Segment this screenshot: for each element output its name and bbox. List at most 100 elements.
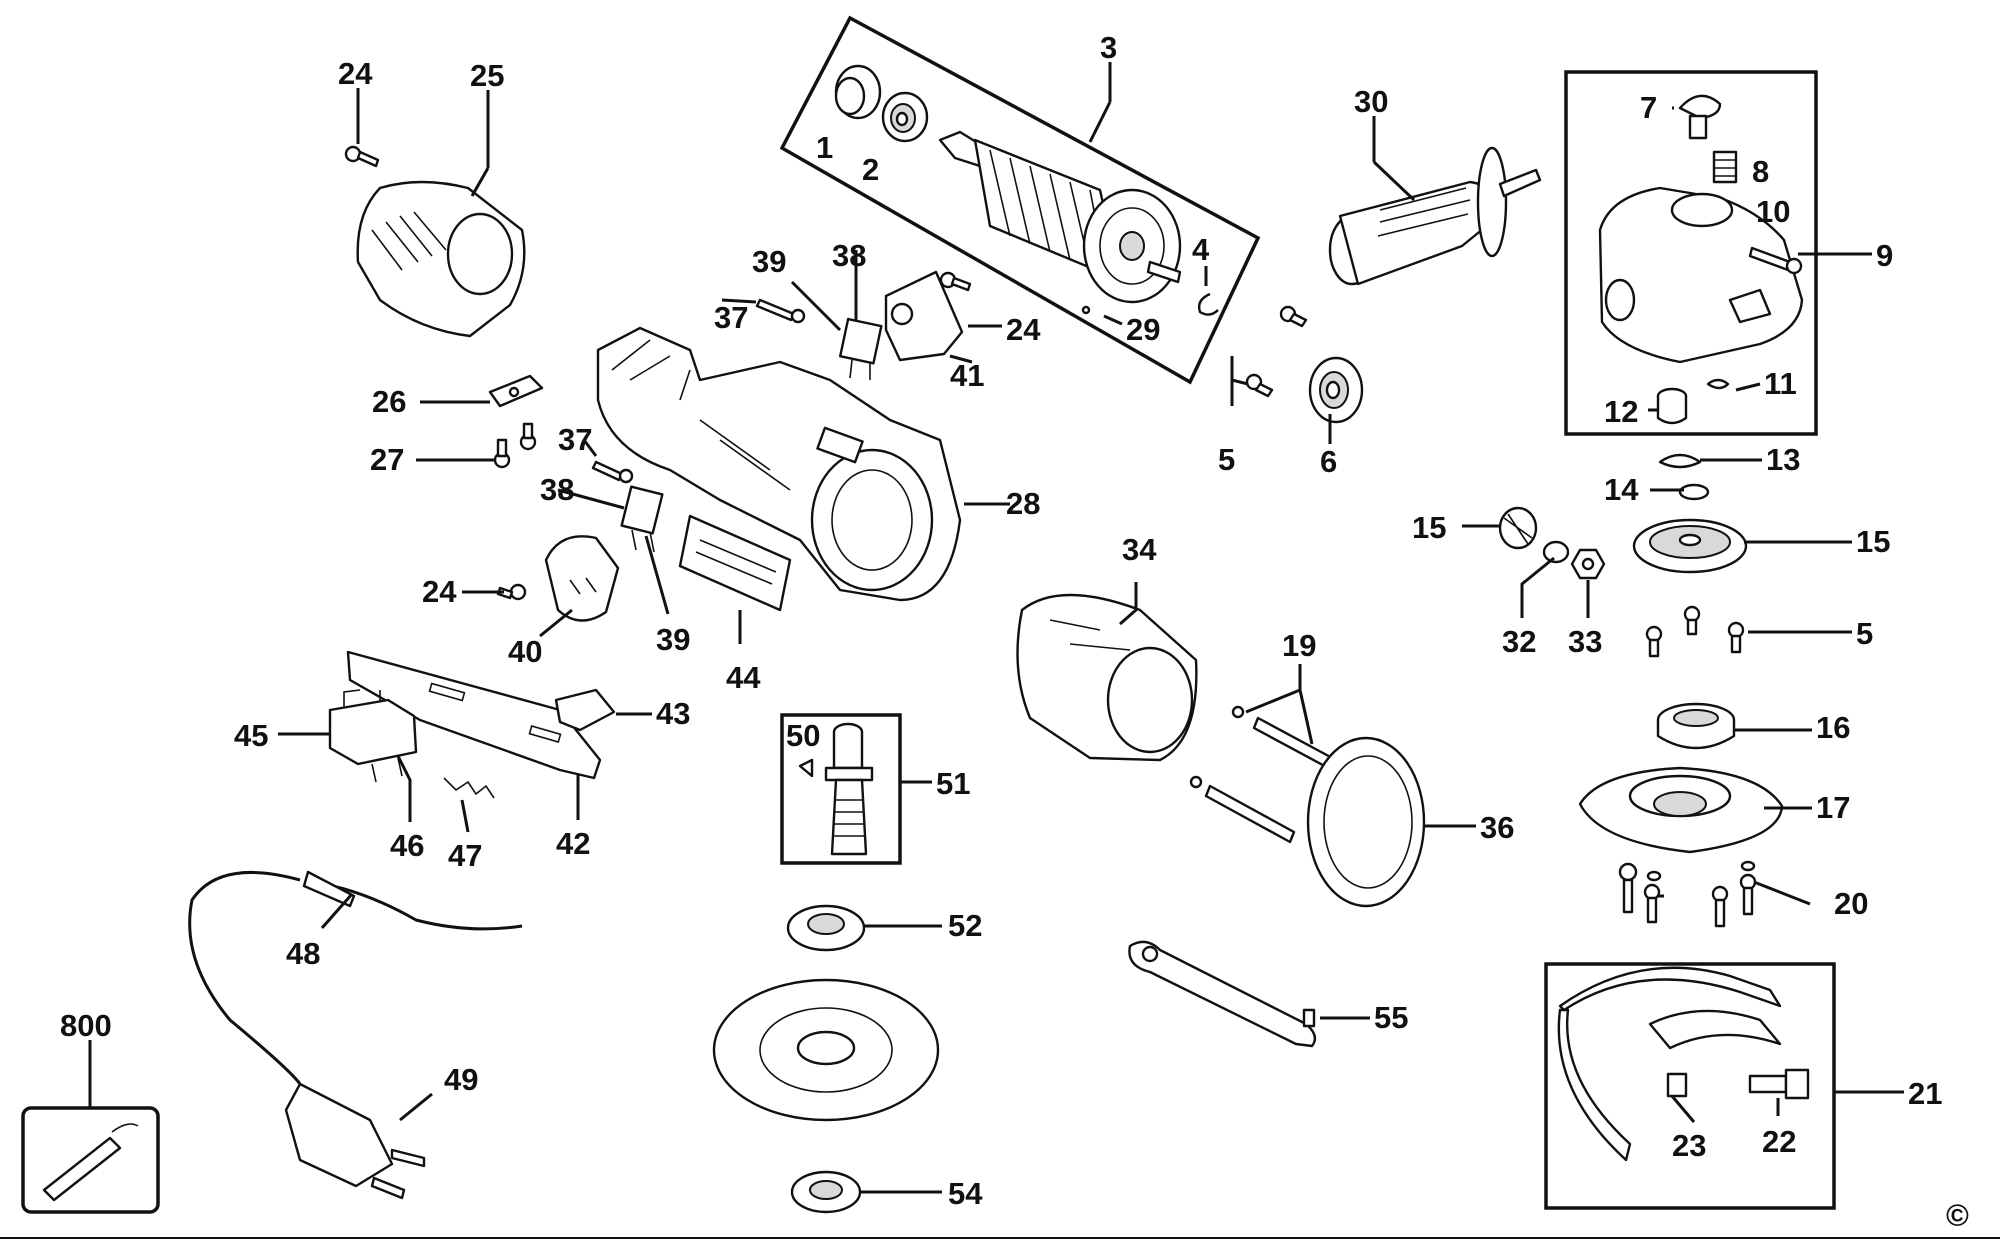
motor-housing-part-28 <box>596 326 962 602</box>
circlip-part-4 <box>1197 292 1219 316</box>
spindle-part-51 <box>824 722 874 856</box>
circlip-part-13 <box>1658 453 1702 469</box>
label-28: 28 <box>1006 486 1040 521</box>
label-54: 54 <box>948 1176 983 1211</box>
spindle-group-box <box>780 713 902 865</box>
label-5-right: 5 <box>1856 616 1873 651</box>
label-38-mid: 38 <box>540 472 574 507</box>
bushing-part-12 <box>1656 387 1688 425</box>
label-36: 36 <box>1480 810 1514 845</box>
label-44: 44 <box>726 660 761 695</box>
label-55: 55 <box>1374 1000 1408 1035</box>
lock-button-part-43 <box>554 688 616 732</box>
screw-part-37b <box>591 460 634 484</box>
label-22: 22 <box>1762 1124 1796 1159</box>
label-24-low: 24 <box>422 574 457 609</box>
circlip-part-11 <box>1706 378 1730 390</box>
grinding-disc <box>712 978 940 1122</box>
label-49: 49 <box>444 1062 478 1097</box>
guard-group-box <box>1544 962 1836 1210</box>
screw-part-24a <box>344 145 380 168</box>
label-39-top: 39 <box>752 244 786 279</box>
label-11: 11 <box>1764 366 1797 401</box>
label-34: 34 <box>1122 532 1157 567</box>
label-10: 10 <box>1756 194 1790 229</box>
spring-part-8 <box>1712 150 1738 184</box>
label-8: 8 <box>1752 154 1769 189</box>
label-13: 13 <box>1766 442 1800 477</box>
label-15-left: 15 <box>1412 510 1446 545</box>
screws-part-27 <box>493 422 537 469</box>
bearing-flange-part-17 <box>1578 766 1784 854</box>
copyright-mark: © <box>1946 1198 1969 1233</box>
label-40: 40 <box>508 634 542 669</box>
label-7: 7 <box>1640 90 1657 125</box>
label-50: 50 <box>786 718 820 753</box>
wheel-guard-part-21 <box>1557 966 1782 1162</box>
label-25: 25 <box>470 58 504 93</box>
label-37-top: 37 <box>714 300 748 335</box>
bevel-gear-part-15 <box>1632 518 1748 574</box>
label-51: 51 <box>936 766 970 801</box>
spindle-lock-part-7 <box>1678 94 1722 140</box>
washer-part-14 <box>1678 483 1710 501</box>
screw-part-5b <box>1245 373 1274 398</box>
brush-holder-part-38b <box>620 485 664 553</box>
screws-part-20 <box>1618 860 1757 928</box>
inner-flange-part-52 <box>786 904 866 952</box>
label-4: 4 <box>1192 232 1210 267</box>
washer-part-29 <box>1081 305 1091 315</box>
label-5-mid: 5 <box>1218 442 1235 477</box>
side-handle-part-30 <box>1328 146 1542 286</box>
part-labels: 24 25 3 1 2 30 7 8 10 9 4 29 24 41 39 38… <box>60 30 1969 1233</box>
label-42: 42 <box>556 826 590 861</box>
brush-holder-part-38a <box>838 317 883 380</box>
switch-part-45 <box>328 689 418 783</box>
ring-part-1 <box>834 64 882 120</box>
baffle-part-36 <box>1306 736 1426 908</box>
end-cap-part-40 <box>544 535 620 622</box>
label-9: 9 <box>1876 238 1893 273</box>
label-45: 45 <box>234 718 268 753</box>
label-38-top: 38 <box>832 238 866 273</box>
gear-housing-part-9 <box>1598 186 1804 364</box>
leader-lines <box>88 62 1904 1194</box>
washer-part-32 <box>1542 540 1570 564</box>
label-37-mid: 37 <box>558 422 592 457</box>
label-30: 30 <box>1354 84 1388 119</box>
screw-part-37a <box>755 298 806 324</box>
bearing-part-6 <box>1308 356 1364 424</box>
clamp-screw-part-22 <box>1748 1068 1810 1100</box>
brush-holder-part-26 <box>488 374 544 408</box>
field-coil-part-34 <box>1016 593 1198 762</box>
brush-tool-part-800 <box>42 1123 139 1202</box>
label-48: 48 <box>286 936 320 971</box>
screws-part-19 <box>1189 705 1338 844</box>
label-21: 21 <box>1908 1076 1942 1111</box>
screw-part-5a <box>1279 305 1308 328</box>
brush-plate-part-41 <box>884 270 964 362</box>
label-41: 41 <box>950 358 984 393</box>
plug-part-49 <box>284 1082 426 1200</box>
label-29: 29 <box>1126 312 1160 347</box>
label-6: 6 <box>1320 444 1337 479</box>
label-16: 16 <box>1816 710 1850 745</box>
label-24-top: 24 <box>338 56 373 91</box>
pinion-gear-part-15 <box>1498 506 1538 550</box>
label-27: 27 <box>370 442 404 477</box>
rating-label-part-44 <box>678 514 792 612</box>
label-32: 32 <box>1502 624 1536 659</box>
bearing-part-16 <box>1656 702 1736 750</box>
label-26: 26 <box>372 384 406 419</box>
armature-part-3 <box>938 130 1182 304</box>
nut-part-23 <box>1666 1072 1688 1098</box>
screw-part-10 <box>1748 246 1803 275</box>
label-43: 43 <box>656 696 690 731</box>
label-24-mid: 24 <box>1006 312 1041 347</box>
label-2: 2 <box>862 152 879 187</box>
screw-part-5e <box>1727 621 1745 654</box>
label-3: 3 <box>1100 30 1117 65</box>
power-cord-part-48 <box>188 870 523 1085</box>
screw-part-5c <box>1645 625 1663 658</box>
